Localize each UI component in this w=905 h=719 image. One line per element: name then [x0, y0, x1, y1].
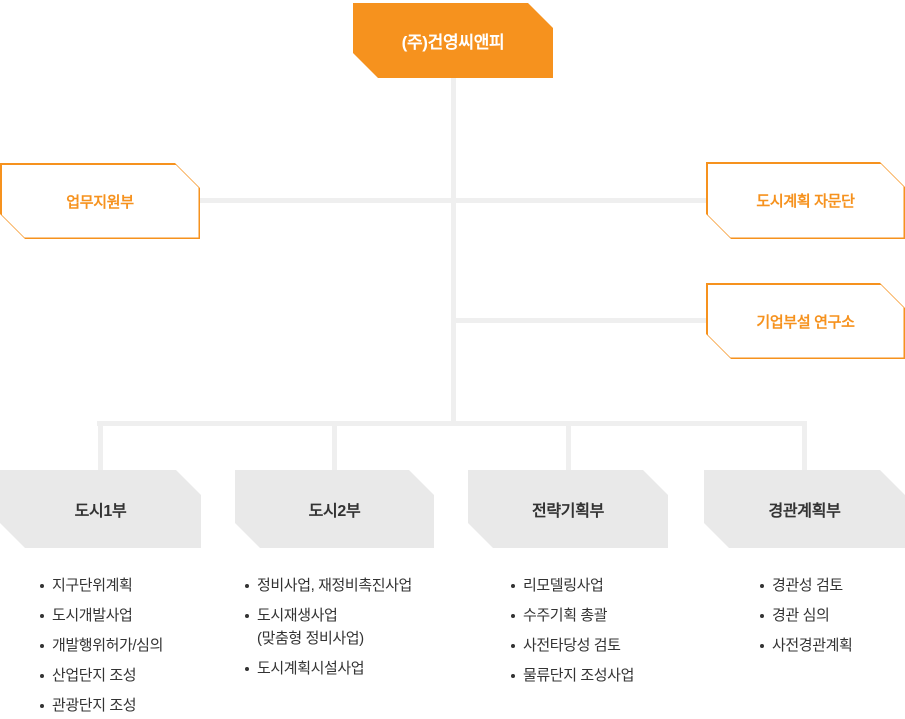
org-node-root-label: (주)건영씨앤피	[401, 33, 505, 52]
dept-box-strategy: 전략기획부	[468, 470, 668, 548]
dept-list-strategy: 리모델링사업 수주기획 총괄 사전타당성 검토 물류단지 조성사업	[511, 574, 634, 694]
list-item-text: 리모델링사업	[523, 577, 604, 594]
list-item: 리모델링사업	[511, 574, 634, 597]
dept-box-city1-label: 도시1부	[74, 503, 127, 520]
org-node-research-institute-fill	[708, 285, 904, 358]
list-item-text: 도시계획시설사업	[257, 660, 365, 677]
list-item: 경관성 검토	[760, 574, 852, 597]
list-item-text: 도시개발사업	[52, 607, 133, 624]
list-item-text: 지구단위계획	[52, 577, 133, 594]
list-item-text: 개발행위허가/심의	[52, 637, 163, 654]
list-item: 도시개발사업	[40, 604, 163, 627]
org-node-support-dept: 업무지원부	[0, 163, 200, 239]
dept-list-landscape: 경관성 검토 경관 심의 사전경관계획	[760, 574, 853, 664]
connector-distribution	[97, 421, 807, 426]
list-item: 산업단지 조성	[40, 664, 163, 687]
dept-list-city1: 지구단위계획 도시개발사업 개발행위허가/심의 산업단지 조성 관광단지 조성	[40, 574, 163, 719]
org-node-support-dept-label: 업무지원부	[66, 193, 134, 211]
org-node-advisory-group-fill	[708, 164, 904, 238]
dept-box-city1: 도시1부	[0, 470, 201, 548]
dept-box-landscape: 경관계획부	[704, 470, 905, 548]
org-node-advisory-group-label: 도시계획 자문단	[756, 193, 855, 210]
connector-main-vertical	[451, 78, 456, 426]
dept-box-city2-label: 도시2부	[308, 503, 361, 520]
list-item-text: 사전경관계획	[772, 637, 853, 654]
list-item-text: 물류단지 조성사업	[523, 667, 634, 684]
connector-stub-city2	[332, 421, 337, 470]
list-item: 물류단지 조성사업	[511, 664, 634, 687]
list-item: 도시재생사업 (맞춤형 정비사업)	[245, 604, 412, 650]
list-item-text: 수주기획 총괄	[523, 607, 608, 624]
list-item-text: 도시재생사업	[257, 607, 338, 624]
dept-list-city2: 정비사업, 재정비촉진사업 도시재생사업 (맞춤형 정비사업) 도시계획시설사업	[245, 574, 412, 687]
org-node-root: (주)건영씨앤피	[353, 3, 553, 78]
list-item-text: 사전타당성 검토	[523, 637, 621, 654]
dept-box-strategy-label: 전략기획부	[531, 503, 605, 520]
connector-stub-city1	[98, 421, 103, 470]
list-item: 사전경관계획	[760, 634, 853, 657]
list-item: 정비사업, 재정비촉진사업	[245, 574, 412, 597]
list-item-text: 정비사업, 재정비촉진사업	[257, 577, 412, 594]
org-node-research-institute: 기업부설 연구소	[706, 283, 905, 359]
list-item: 도시계획시설사업	[245, 657, 412, 680]
connector-support-horizontal	[200, 198, 456, 203]
list-item: 지구단위계획	[40, 574, 163, 597]
org-node-advisory-group: 도시계획 자문단	[706, 162, 905, 239]
connector-advisory-horizontal	[451, 198, 706, 203]
list-item: 수주기획 총괄	[511, 604, 634, 627]
dept-box-landscape-label: 경관계획부	[768, 503, 841, 520]
list-item: 관광단지 조성	[40, 694, 163, 717]
list-item-text-line2: (맞춤형 정비사업)	[257, 630, 364, 647]
list-item-text: 산업단지 조성	[52, 667, 137, 684]
list-item-text: 관광단지 조성	[52, 697, 137, 714]
connector-stub-landscape	[802, 421, 807, 470]
list-item: 경관 심의	[760, 604, 852, 627]
org-node-research-institute-label: 기업부설 연구소	[756, 313, 855, 331]
list-item: 개발행위허가/심의	[40, 634, 163, 657]
list-item-text: 경관성 검토	[772, 577, 843, 594]
connector-stub-strategy	[566, 421, 571, 470]
list-item: 사전타당성 검토	[511, 634, 634, 657]
dept-box-city2: 도시2부	[235, 470, 434, 548]
org-node-support-dept-fill	[2, 165, 199, 238]
list-item-text: 경관 심의	[772, 607, 830, 624]
connector-research-horizontal	[451, 318, 706, 323]
